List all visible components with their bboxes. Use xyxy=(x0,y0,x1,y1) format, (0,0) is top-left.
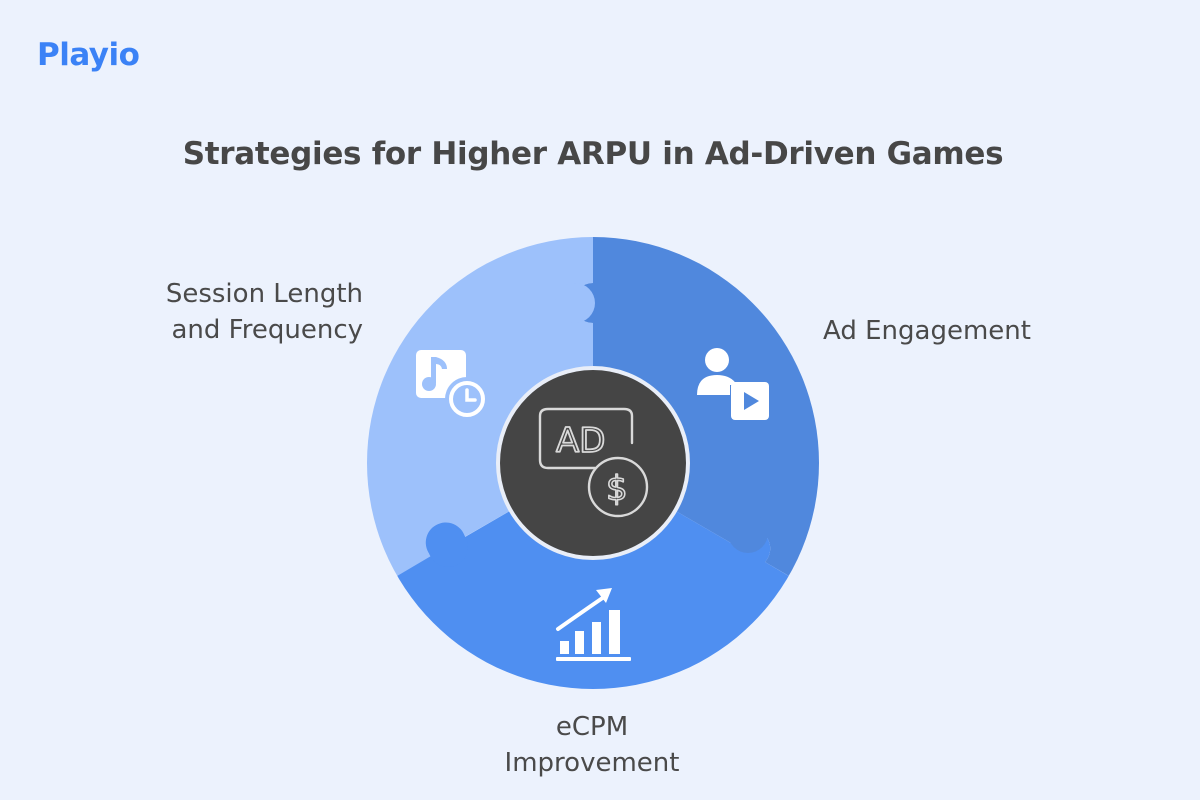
ad-text: AD xyxy=(556,421,605,461)
label-session-length-frequency: Session Length and Frequency xyxy=(165,279,363,345)
music-clock-icon xyxy=(416,350,489,421)
segment-engagement xyxy=(573,237,819,689)
label-ecpm-improvement: eCPM Improvement xyxy=(504,712,680,778)
puzzle-tab xyxy=(428,527,468,567)
growth-chart-icon xyxy=(556,588,631,661)
page-title: Strategies for Higher ARPU in Ad-Driven … xyxy=(182,136,1004,172)
puzzle-tab xyxy=(555,283,595,323)
user-play-icon xyxy=(697,348,769,420)
ad-dollar-icon: AD $ xyxy=(538,407,649,518)
segment-session xyxy=(367,237,593,614)
dollar-symbol: $ xyxy=(606,469,628,509)
puzzle-tab xyxy=(728,513,768,553)
label-ad-engagement: Ad Engagement xyxy=(823,316,1031,346)
brand-logo: Playio xyxy=(37,37,140,73)
center-hub xyxy=(496,366,690,560)
